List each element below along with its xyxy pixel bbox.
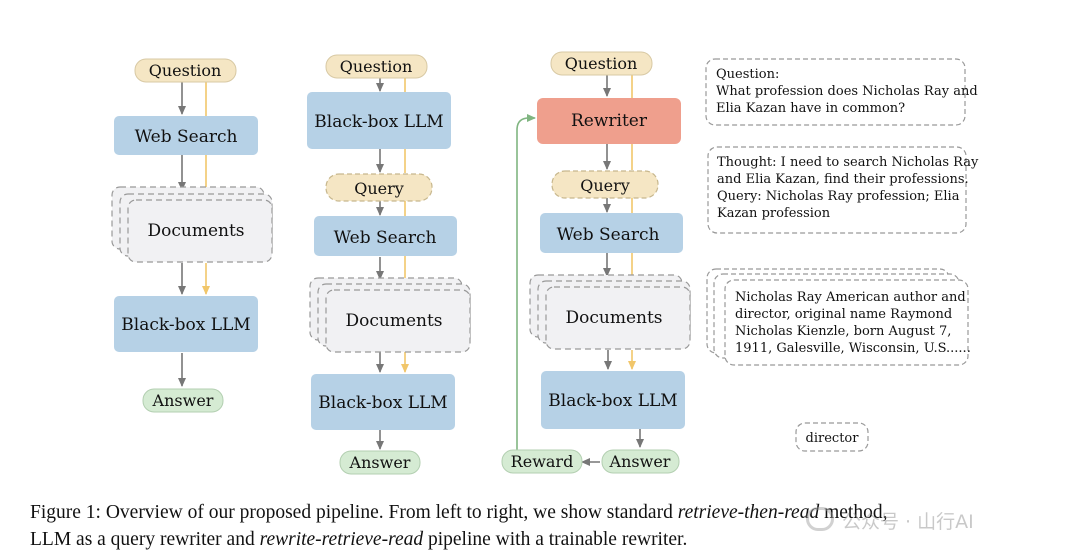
p3-reward-node: Reward (501, 449, 583, 474)
p3-question-label: Question (565, 54, 638, 73)
example-thought-line-3: Query: Nicholas Ray profession; Elia (717, 189, 960, 204)
example-thought-line-2: and Elia Kazan, find their professions. (717, 172, 969, 187)
example-document-line-3: Nicholas Kienzle, born August 7, (735, 324, 951, 339)
example-thought-line-1: Thought: I need to search Nicholas Ray (717, 155, 979, 170)
example-question-line-2: What profession does Nicholas Ray and (716, 84, 978, 99)
p3-question-node: Question (550, 51, 653, 76)
p1-answer-label: Answer (152, 391, 214, 410)
p3-documents-label: Documents (565, 308, 662, 328)
p2-answer-label: Answer (349, 453, 411, 472)
figure-caption: Figure 1: Overview of our proposed pipel… (30, 499, 1060, 553)
p3-query-node: Query (551, 170, 659, 199)
example-answer-label: director (806, 431, 860, 446)
p2-documents-stack: Documents (309, 277, 471, 353)
p2-web-search-node: Web Search (314, 216, 457, 256)
p2-llm-node: Black-box LLM (311, 374, 455, 430)
caption-mid: method, (819, 502, 888, 523)
p1-question-node: Question (134, 58, 237, 83)
example-document-line-2: director, original name Raymond (735, 307, 952, 322)
example-question-line-1: Question: (716, 67, 779, 82)
p3-answer-node: Answer (601, 449, 680, 474)
caption-line-2: LLM as a query rewriter and rewrite-retr… (30, 526, 1060, 553)
example-thought-box: Thought: I need to search Nicholas Ray a… (707, 146, 979, 234)
p2-answer-node: Answer (339, 450, 421, 475)
p2-query-label: Query (354, 179, 404, 198)
p1-llm-label: Black-box LLM (121, 315, 250, 335)
p3-web-search-label: Web Search (557, 225, 660, 245)
p2-question-label: Question (340, 57, 413, 76)
pipeline-1: Question Web Search Documents Black-box … (111, 58, 273, 413)
p3-reward-label: Reward (511, 452, 574, 471)
example-document-line-1: Nicholas Ray American author and (735, 290, 966, 305)
p1-web-search-label: Web Search (135, 127, 238, 147)
p1-llm-node: Black-box LLM (114, 296, 258, 352)
caption-prefix: Figure 1: Overview of our proposed pipel… (30, 502, 678, 523)
caption-line2-start: LLM as a query rewriter and (30, 529, 260, 550)
p1-web-search-node: Web Search (114, 116, 258, 155)
p2-web-search-label: Web Search (334, 228, 437, 248)
example-question-line-3: Elia Kazan have in common? (716, 101, 905, 116)
pipeline-2: Question Black-box LLM Query Web Search … (307, 54, 471, 475)
caption-line2-end: pipeline with a trainable rewriter. (423, 529, 688, 550)
example-document-line-4: 1911, Galesville, Wisconsin, U.S...... (735, 341, 971, 356)
example-answer-box: director (795, 422, 869, 452)
p3-query-label: Query (580, 176, 630, 195)
p2-llm-top-node: Black-box LLM (307, 92, 451, 149)
p3-llm-node: Black-box LLM (541, 371, 685, 429)
caption-line-1: Figure 1: Overview of our proposed pipel… (30, 499, 1060, 526)
p3-answer-label: Answer (609, 452, 671, 471)
p3-web-search-node: Web Search (540, 213, 683, 253)
p3-rewriter-label: Rewriter (571, 111, 648, 131)
p2-llm-top-label: Black-box LLM (314, 112, 443, 132)
p1-question-label: Question (149, 61, 222, 80)
pipeline-3: Question Rewriter Query Web Search Docum… (501, 51, 691, 474)
p1-documents-stack: Documents (111, 186, 273, 263)
example-documents-stack: Nicholas Ray American author and directo… (706, 268, 971, 366)
p2-question-node: Question (325, 54, 428, 79)
arrow-p3-reward-feedback (516, 114, 536, 450)
caption-italic-2: rewrite-retrieve-read (259, 529, 424, 550)
pipeline-diagram: Question Web Search Documents Black-box … (111, 51, 979, 475)
p1-answer-node: Answer (142, 388, 224, 413)
example-thought-line-4: Kazan profession (717, 206, 831, 221)
p2-query-node: Query (325, 173, 433, 202)
example-question-box: Question: What profession does Nicholas … (705, 58, 978, 126)
p1-documents-label: Documents (147, 221, 244, 241)
p3-llm-label: Black-box LLM (548, 391, 677, 411)
caption-italic-1: retrieve-then-read (677, 502, 820, 523)
p3-documents-stack: Documents (529, 274, 691, 350)
p2-llm-label: Black-box LLM (318, 393, 447, 413)
p3-rewriter-node: Rewriter (537, 98, 681, 144)
p2-documents-label: Documents (345, 311, 442, 331)
